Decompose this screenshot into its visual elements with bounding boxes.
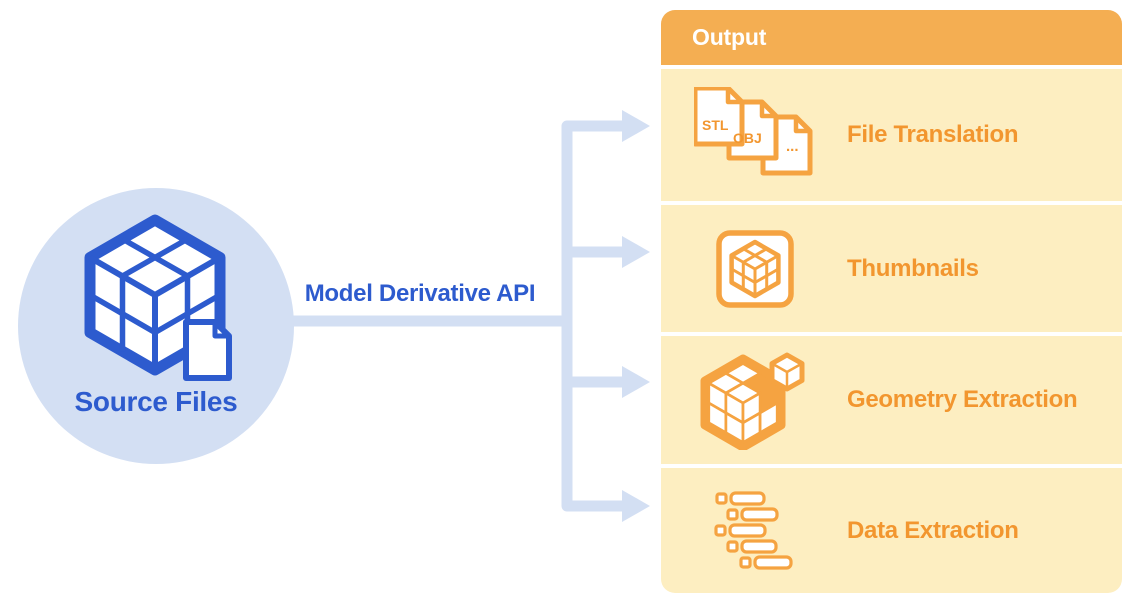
extracted-cube	[769, 352, 805, 392]
file-stack-icon: STL OBJ ...	[691, 87, 819, 183]
output-panel: Output	[661, 10, 1122, 593]
output-row-label: Thumbnails	[847, 254, 979, 282]
output-header: Output	[661, 10, 1122, 65]
geometry-extract-icon	[691, 350, 819, 450]
trunk-line	[561, 120, 624, 512]
output-header-label: Output	[692, 24, 767, 50]
thumbnail-cube-icon	[691, 229, 819, 308]
arrowhead-icon	[622, 366, 650, 398]
output-row-label: Geometry Extraction	[847, 386, 1078, 413]
arrowhead-icon	[622, 110, 650, 142]
arrowhead-icon	[622, 490, 650, 522]
output-row-geometry-extraction: Geometry Extraction	[661, 336, 1122, 464]
output-row-file-translation: STL OBJ ... File Translation	[661, 69, 1122, 201]
file-badge-stl: STL	[702, 117, 729, 133]
data-list-icon	[691, 490, 819, 572]
source-files-label: Source Files	[74, 386, 238, 417]
file-badge-obj: OBJ	[733, 130, 762, 146]
output-row-label: Data Extraction	[847, 516, 1019, 544]
file-badge-more: ...	[786, 138, 799, 155]
source-cube-icon	[84, 214, 232, 381]
api-label: Model Derivative API	[304, 280, 536, 307]
file-page-1	[694, 87, 745, 147]
arrowhead-icon	[622, 236, 650, 268]
document-icon	[183, 319, 232, 381]
output-row-label: File Translation	[847, 121, 1019, 148]
output-row-data-extraction: Data Extraction	[661, 468, 1122, 593]
output-row-thumbnails: Thumbnails	[661, 205, 1122, 332]
